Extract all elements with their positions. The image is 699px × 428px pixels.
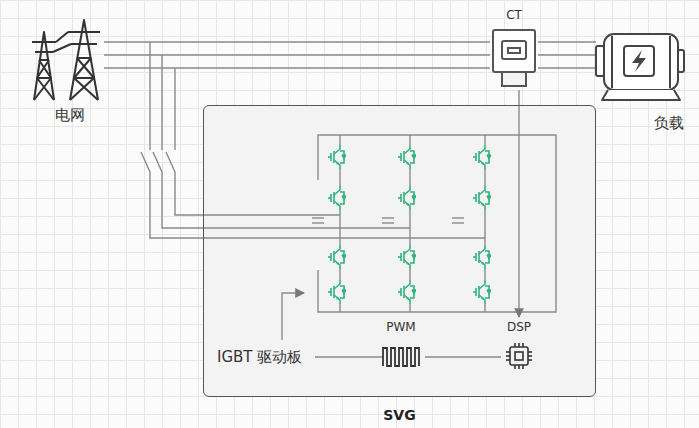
dsp-chip: DSP xyxy=(499,320,539,372)
connector xyxy=(538,42,596,68)
ct-icon xyxy=(490,28,538,90)
power-grid: 电网 xyxy=(28,12,112,124)
driver-board: IGBT 驱动板 xyxy=(217,345,307,369)
connector xyxy=(425,356,501,357)
node-label: CT xyxy=(490,8,538,22)
pwm-signal: PWM xyxy=(381,320,421,372)
node-label: 负载 xyxy=(654,114,684,132)
node-label: PWM xyxy=(381,320,421,334)
pwm-icon xyxy=(381,344,421,370)
connector xyxy=(104,42,490,68)
connector xyxy=(315,356,383,357)
node-label: SVG xyxy=(203,407,596,424)
dsp-icon xyxy=(499,342,539,370)
current-transformer: CT xyxy=(490,8,538,88)
node-label: IGBT 驱动板 xyxy=(217,345,307,369)
motor-icon xyxy=(594,24,686,104)
load-motor: 负载 xyxy=(594,22,686,132)
node-label: DSP xyxy=(499,320,539,334)
svg-housing: SVG IGBT 驱动板 PWM DSP xyxy=(203,105,596,425)
connector xyxy=(518,90,519,317)
node-label: 电网 xyxy=(28,106,112,124)
tower-icon xyxy=(28,12,112,102)
